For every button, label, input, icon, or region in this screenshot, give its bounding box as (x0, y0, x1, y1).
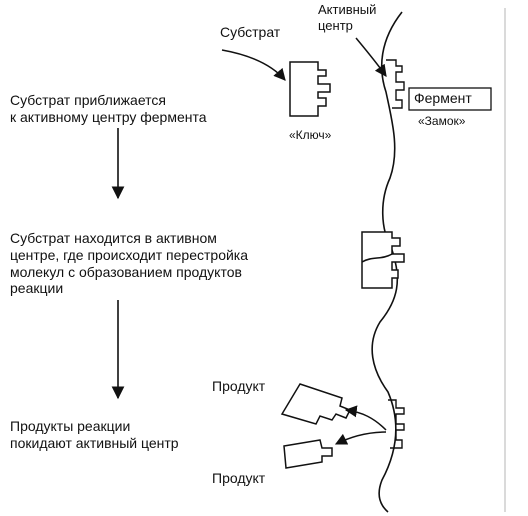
active-site-top (386, 59, 405, 109)
substrate-bound (361, 231, 405, 289)
enzyme-box (408, 87, 492, 111)
key-label: «Ключ» (289, 128, 332, 142)
step2-text: Субстрат находится в активном центре, гд… (10, 230, 249, 297)
active-site-bottom (388, 399, 405, 449)
bond-rearrangement (361, 253, 393, 263)
active-center-label: Активный центр (318, 2, 377, 33)
enzyme-label: Фермент (414, 90, 472, 106)
product-bottom (283, 439, 333, 469)
step1-text: Субстрат приближается к активному центру… (10, 92, 207, 125)
step3-text: Продукты реакции покидают активный центр (10, 418, 179, 451)
arrow-product-top (344, 405, 387, 431)
product-top (280, 383, 352, 425)
product-top-label: Продукт (212, 378, 266, 394)
lock-label: «Замок» (418, 114, 466, 128)
enzyme-body (371, 11, 403, 513)
substrate-key (289, 61, 331, 117)
arrow-product-bottom (334, 431, 387, 445)
arrow-active-center (355, 37, 387, 77)
arrow-substrate (221, 49, 286, 81)
product-bottom-label: Продукт (212, 470, 266, 486)
substrate-label: Субстрат (220, 24, 281, 40)
